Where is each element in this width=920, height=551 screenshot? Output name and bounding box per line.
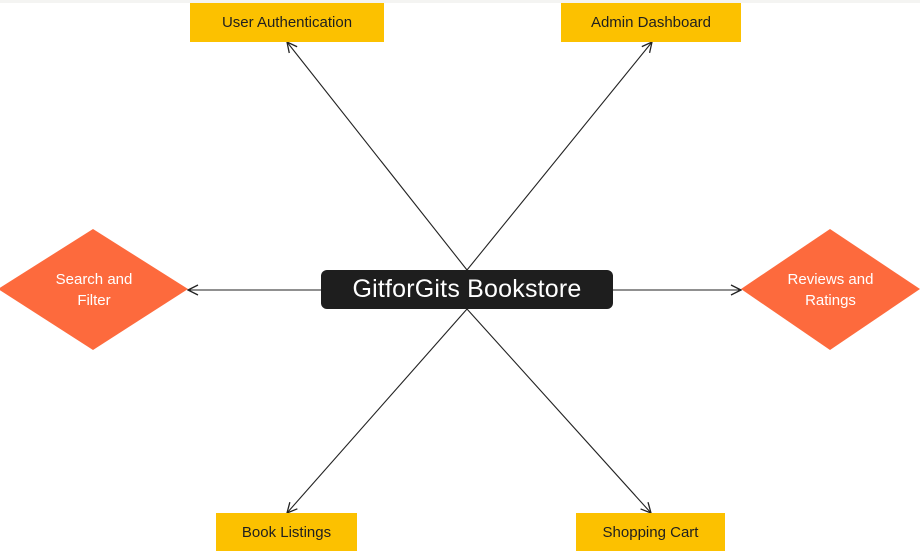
diamond-shape [0,229,188,350]
canvas-top-strip [0,0,920,3]
diamond-shape [741,229,920,350]
node-gitforgits-bookstore[interactable]: GitforGits Bookstore [321,270,613,309]
edge-to-book-listings [287,308,468,513]
edge-to-shopping-cart [466,308,651,513]
node-search-and-filter[interactable]: Search and Filter [0,229,188,350]
edge-to-admin-dashboard [466,42,652,271]
node-reviews-and-ratings[interactable]: Reviews and Ratings [741,229,920,350]
node-admin-dashboard[interactable]: Admin Dashboard [561,3,741,42]
node-label: Reviews and Ratings [787,270,874,309]
node-label: Search and Filter [55,270,133,309]
node-shopping-cart[interactable]: Shopping Cart [576,513,725,551]
node-book-listings[interactable]: Book Listings [216,513,357,551]
node-user-authentication[interactable]: User Authentication [190,3,384,42]
edge-to-user-authentication [287,42,468,271]
